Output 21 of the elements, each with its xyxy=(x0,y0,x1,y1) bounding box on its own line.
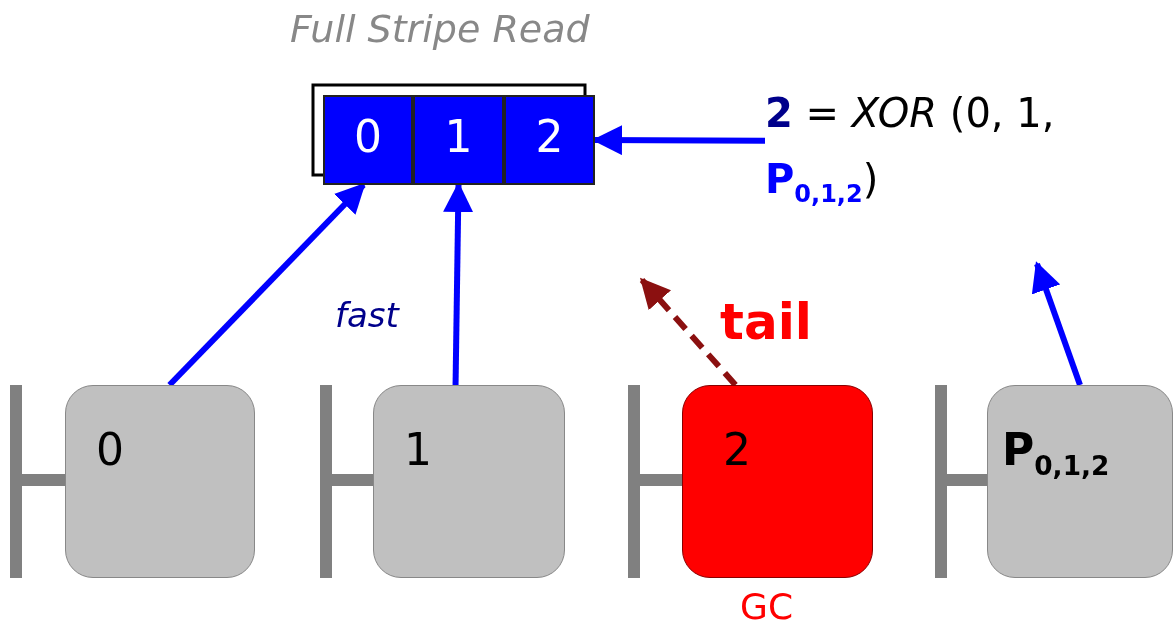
device-label: 1 xyxy=(403,423,433,475)
tail-label: tail xyxy=(720,293,812,351)
gc-label: GC xyxy=(740,586,794,627)
block-cell xyxy=(323,95,413,185)
block-number: 2 xyxy=(534,110,565,162)
block-number: 1 xyxy=(443,110,474,162)
device-box xyxy=(373,385,565,578)
device-box xyxy=(682,385,873,578)
stripe-title: Full Stripe Read xyxy=(290,7,590,51)
device-label: 0 xyxy=(95,423,125,475)
device-box xyxy=(987,385,1173,578)
block-number: 0 xyxy=(353,110,383,162)
formula-text: 2 = XOR (0, 1, P$_{0,1,2}$) xyxy=(765,89,1056,210)
block-cell xyxy=(504,95,595,185)
device-box xyxy=(65,385,255,578)
arrow xyxy=(1031,261,1083,386)
device-label: P$_{0,1,2}$ xyxy=(1001,423,1111,481)
fast-label: fast xyxy=(335,295,399,335)
arrow xyxy=(639,277,738,387)
block-cell xyxy=(413,95,504,185)
device-label: 2 xyxy=(722,423,752,475)
